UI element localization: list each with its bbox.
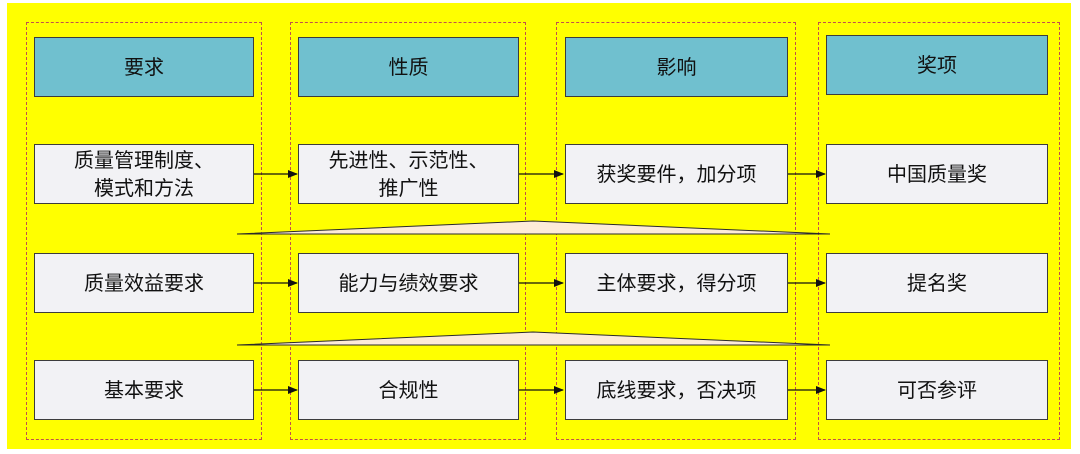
cell-requirement-basic: 基本要求 bbox=[34, 360, 254, 420]
cell-requirement-management: 质量管理制度、 模式和方法 bbox=[34, 144, 254, 204]
header-nature: 性质 bbox=[298, 37, 519, 97]
cell-nature-compliance: 合规性 bbox=[298, 360, 519, 420]
cell-award-eligibility: 可否参评 bbox=[826, 360, 1048, 420]
header-requirement: 要求 bbox=[34, 37, 254, 97]
header-award: 奖项 bbox=[826, 35, 1048, 95]
separator-wedge-lower bbox=[236, 331, 831, 346]
cell-award-china-quality: 中国质量奖 bbox=[826, 144, 1048, 204]
cell-requirement-benefit: 质量效益要求 bbox=[34, 253, 254, 313]
column-frame-requirement bbox=[26, 22, 262, 440]
cell-nature-performance: 能力与绩效要求 bbox=[298, 253, 519, 313]
cell-impact-prerequisite: 获奖要件，加分项 bbox=[565, 144, 788, 204]
column-frame-award bbox=[818, 22, 1060, 440]
cell-impact-veto: 底线要求，否决项 bbox=[565, 360, 788, 420]
header-impact: 影响 bbox=[565, 37, 788, 97]
cell-award-nomination: 提名奖 bbox=[826, 253, 1048, 313]
cell-nature-advanced: 先进性、示范性、 推广性 bbox=[298, 144, 519, 204]
cell-impact-scoring: 主体要求，得分项 bbox=[565, 253, 788, 313]
separator-wedge-upper bbox=[236, 220, 831, 235]
